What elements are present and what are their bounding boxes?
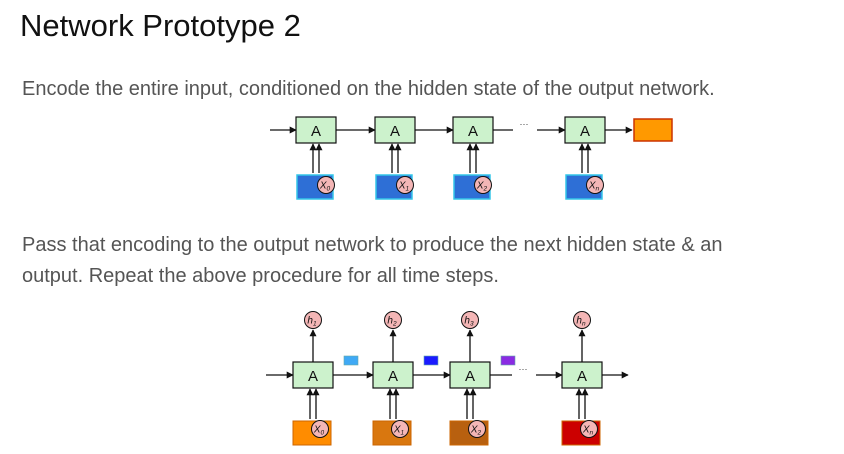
encoder-up-arrows-2 — [466, 143, 480, 173]
encoder-input-0: X0 — [317, 176, 335, 194]
cell-label: A — [388, 368, 398, 385]
decoder-output-3: hn — [573, 311, 591, 329]
encoder-cell-2: A — [452, 116, 494, 144]
cell-label: A — [468, 123, 478, 140]
paragraph-encode: Encode the entire input, conditioned on … — [22, 78, 715, 100]
encoder-output-box — [633, 118, 673, 142]
decoder-state-1 — [423, 355, 439, 366]
decoder-up-arrows-3 — [575, 388, 589, 419]
decoder-input-0: X0 — [311, 420, 329, 438]
decoder-cell-0: A — [292, 361, 334, 389]
decoder-ellipsis: ··· — [519, 364, 528, 374]
circle-label: X2 — [476, 181, 488, 193]
circle — [580, 420, 598, 438]
encoder-diagram: A X0 A X1 A X2 ··· A Xn — [270, 116, 673, 200]
encoder-cell-1: A — [374, 116, 416, 144]
decoder-output-1: h2 — [384, 311, 402, 329]
encoder-cell-3: A — [564, 116, 606, 144]
decoder-cell-1: A — [372, 361, 414, 389]
cell-label: A — [308, 368, 318, 385]
encoder-input-3: Xn — [586, 176, 604, 194]
circle-label: Xn — [588, 181, 600, 193]
page-title: Network Prototype 2 — [20, 8, 301, 43]
decoder-up-arrows-0 — [306, 388, 320, 419]
circle-label: hn — [576, 316, 586, 328]
circle — [317, 176, 335, 194]
circle-label: X1 — [393, 425, 405, 437]
encoder-up-arrows-0 — [309, 143, 323, 173]
circle-label: h2 — [387, 316, 397, 328]
circle — [586, 176, 604, 194]
encoder-up-arrows-3 — [578, 143, 592, 173]
cell-label: A — [580, 123, 590, 140]
circle — [311, 420, 329, 438]
paragraph-decode-line-2: output. Repeat the above procedure for a… — [22, 265, 499, 287]
cell-label: A — [390, 123, 400, 140]
decoder-cell-2: A — [449, 361, 491, 389]
cell-box — [452, 116, 494, 144]
encoder-input-1: X1 — [396, 176, 414, 194]
encoder-input-2: X2 — [474, 176, 492, 194]
paragraph-decode-line-1: Pass that encoding to the output network… — [22, 234, 723, 256]
cell-label: A — [465, 368, 475, 385]
circle-label: X0 — [319, 181, 331, 193]
circle-label: X0 — [313, 425, 325, 437]
decoder-input-3: Xn — [580, 420, 598, 438]
circle — [468, 420, 486, 438]
encoder-up-arrows-1 — [388, 143, 402, 173]
decoder-up-arrows-2 — [463, 388, 477, 419]
cell-label: A — [311, 123, 321, 140]
circle — [391, 420, 409, 438]
decoder-input-1: X1 — [391, 420, 409, 438]
circle-label: X1 — [398, 181, 410, 193]
circle — [461, 311, 479, 329]
circle — [474, 176, 492, 194]
cell-box — [292, 361, 334, 389]
encoder-ellipsis: ··· — [520, 119, 529, 129]
cell-box — [374, 116, 416, 144]
circle-label: h3 — [464, 316, 474, 328]
decoder-output-0: h1 — [304, 311, 322, 329]
circle — [396, 176, 414, 194]
cell-label: A — [577, 368, 587, 385]
circle — [384, 311, 402, 329]
circle-label: h1 — [307, 316, 317, 328]
decoder-cell-3: A — [561, 361, 603, 389]
circle-label: Xn — [582, 425, 594, 437]
decoder-state-0 — [343, 355, 359, 366]
decoder-state-2 — [500, 355, 516, 366]
cell-box — [564, 116, 606, 144]
paragraph-decode: Pass that encoding to the output network… — [22, 230, 722, 292]
circle — [573, 311, 591, 329]
decoder-up-arrows-1 — [386, 388, 400, 419]
circle — [304, 311, 322, 329]
circle-label: X2 — [470, 425, 482, 437]
encoder-cell-0: A — [295, 116, 337, 144]
decoder-output-2: h3 — [461, 311, 479, 329]
decoder-input-2: X2 — [468, 420, 486, 438]
